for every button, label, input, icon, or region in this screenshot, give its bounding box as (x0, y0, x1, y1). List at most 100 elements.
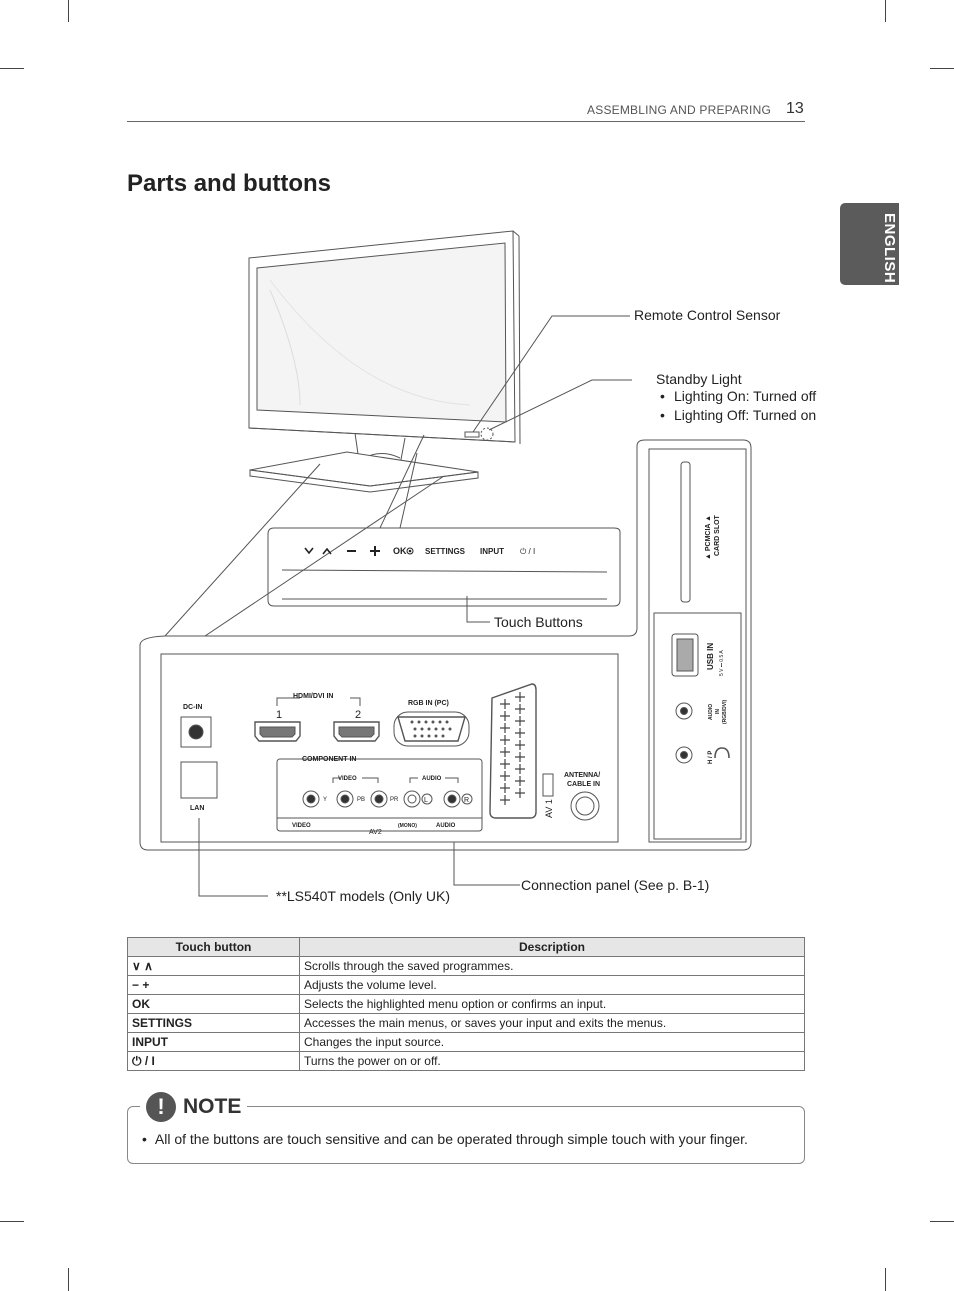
av1-label: AV 1 (544, 799, 554, 818)
audio-l-jack (403, 790, 421, 808)
audio-in-label-1: AUDIO (708, 704, 714, 720)
table-desc: Scrolls through the saved programmes. (299, 956, 805, 976)
component-label: COMPONENT IN (302, 756, 356, 763)
table-row: ∨ ∧Scrolls through the saved programmes. (127, 956, 805, 976)
antenna-label-1: ANTENNA/ (564, 772, 600, 779)
lan-label: LAN (190, 805, 204, 812)
hdmi-port-1 (254, 721, 301, 742)
standby-item: Lighting On: Turned off (656, 387, 816, 406)
ok-dot-icon (406, 547, 414, 555)
standby-list: Lighting On: Turned off Lighting Off: Tu… (656, 387, 816, 425)
av2-label: AV2 (369, 829, 382, 836)
audio-l-label: L (424, 797, 428, 804)
table-header-cell: Touch button (127, 937, 300, 957)
sensor-window (464, 431, 480, 438)
table-key: − + (127, 975, 300, 995)
language-label: ENGLISH (881, 213, 898, 284)
dc-in-port (180, 716, 212, 748)
page-number: 13 (786, 100, 804, 117)
ls540t-callout: **LS540T models (Only UK) (276, 888, 451, 904)
crop-mark (0, 1221, 24, 1222)
touch-buttons-callout: Touch Buttons (494, 614, 583, 630)
standby-item: Lighting Off: Turned on (656, 406, 816, 425)
scart-port (489, 683, 537, 819)
crop-mark (885, 0, 886, 22)
exclamation-icon: ! (146, 1092, 176, 1122)
volume-up-icon (370, 546, 380, 556)
crop-mark (930, 68, 954, 69)
usb-port (671, 633, 699, 677)
crop-mark (930, 1221, 954, 1222)
usb-rating-label: 5 V ⎓ 0.5 A (719, 650, 725, 676)
header-rule (127, 121, 805, 122)
audio-bottom-label: AUDIO (436, 823, 456, 829)
antenna-label-2: CABLE IN (567, 781, 600, 788)
rgb-port (397, 716, 466, 742)
table-key: OK (127, 994, 300, 1014)
channel-up-icon (322, 547, 332, 555)
component-pb-jack (336, 790, 354, 808)
audio-r-label: R (464, 797, 469, 804)
tv-screen (256, 242, 507, 423)
running-header: ASSEMBLING AND PREPARING (587, 103, 771, 117)
table-key: SETTINGS (127, 1013, 300, 1033)
pcmcia-label-2: CARD SLOT (714, 514, 721, 556)
page-title: Parts and buttons (127, 170, 332, 197)
pb-label: PB (357, 797, 365, 803)
table-desc: Adjusts the volume level. (299, 975, 805, 995)
table-desc: Turns the power on or off. (299, 1051, 805, 1071)
hdmi-port-2 (333, 721, 380, 742)
table-desc: Accesses the main menus, or saves your i… (299, 1013, 805, 1033)
touch-ok-label: OK (393, 546, 407, 556)
hdmi-label: HDMI/DVI IN (293, 693, 333, 700)
crop-mark (68, 1268, 69, 1291)
y-label: Y (323, 797, 327, 803)
standby-light-callout: Standby Light Lighting On: Turned off Li… (656, 371, 816, 425)
crop-mark (68, 0, 69, 22)
channel-down-icon (304, 547, 314, 555)
component-in-group (276, 758, 483, 832)
headphone-icon (714, 747, 730, 759)
table-header-cell: Description (299, 937, 805, 957)
table-key: ∨ ∧ (127, 956, 300, 976)
lan-port (180, 761, 218, 799)
note-box (127, 1106, 805, 1164)
table-key: INPUT (127, 1032, 300, 1052)
table-desc: Selects the highlighted menu option or c… (299, 994, 805, 1014)
hp-label: H / P (708, 751, 714, 764)
language-tab: ENGLISH (840, 203, 899, 285)
pcmcia-slot (680, 461, 691, 603)
touch-input-label: INPUT (480, 547, 504, 556)
pcmcia-label-1: ▲ PCMCIA ▲ (705, 515, 712, 560)
dc-in-label: DC-IN (183, 704, 202, 711)
hdmi-1-label: 1 (276, 709, 282, 721)
connection-panel-callout: Connection panel (See p. B-1) (521, 877, 710, 893)
touch-button-table: Touch button Description ∨ ∧Scrolls thro… (127, 937, 805, 1071)
touch-settings-label: SETTINGS (425, 547, 466, 556)
component-y-jack (302, 790, 320, 808)
touch-power-label: ⏻ / I (520, 547, 535, 556)
audio-in-label-2: IN (715, 709, 721, 714)
headphone-jack (675, 746, 693, 764)
table-row: − +Adjusts the volume level. (127, 975, 805, 995)
note-label: NOTE (183, 1095, 242, 1118)
audio-in-jack (675, 702, 693, 720)
audio-r-jack (443, 790, 461, 808)
component-audio-label: AUDIO (422, 776, 442, 782)
table-key: ⏻ / I (127, 1051, 300, 1071)
mono-label: (MONO) (398, 823, 417, 829)
remote-sensor-callout: Remote Control Sensor (634, 307, 781, 323)
crop-mark (885, 1268, 886, 1291)
note-text: All of the buttons are touch sensitive a… (142, 1131, 748, 1147)
video-bottom-label: VIDEO (292, 823, 311, 829)
standby-light-title: Standby Light (656, 371, 742, 387)
pr-label: PR (390, 797, 399, 803)
table-desc: Changes the input source. (299, 1032, 805, 1052)
usb-label: USB IN (706, 643, 715, 670)
side-panel (648, 448, 747, 843)
rear-connection-panel (160, 653, 619, 843)
